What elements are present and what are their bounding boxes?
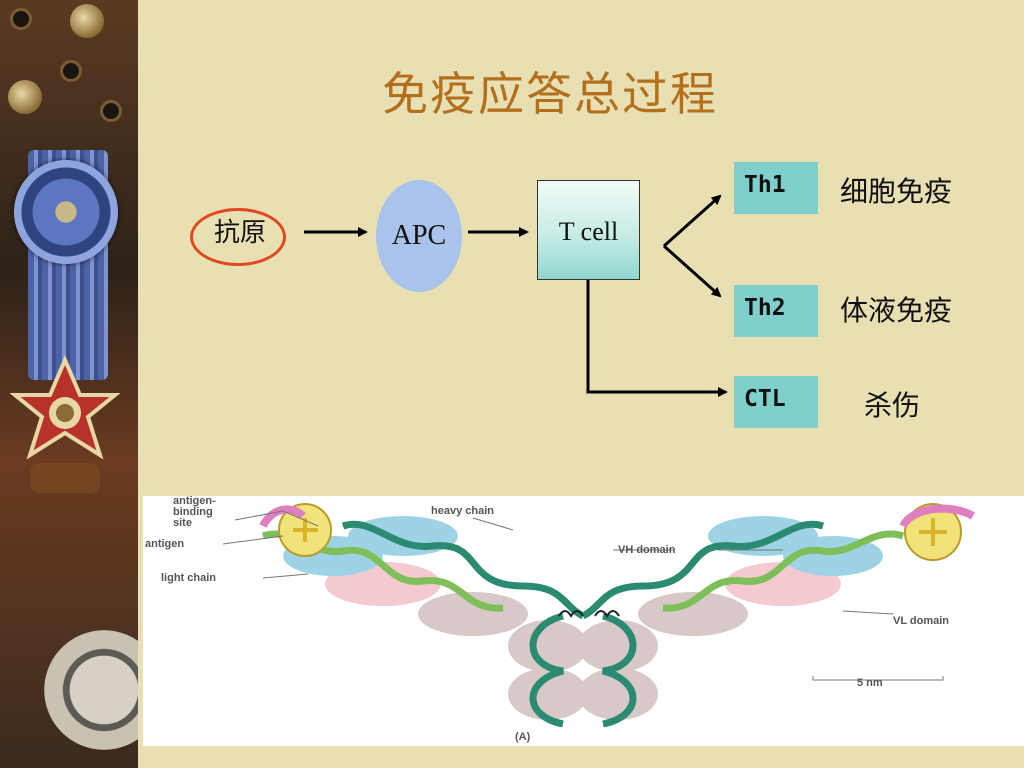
th2-outcome: 体液免疫 [840,294,953,327]
decor-knob [70,4,104,38]
compass-decor [44,630,138,750]
th2-box: Th2 [734,285,818,337]
antigen-label: 抗原 [213,218,266,248]
medal-cross-icon [10,355,120,493]
decor-hole [100,100,122,122]
page-title: 免疫应答总过程 [382,67,718,121]
arrow-tcell-to-th1 [663,194,722,248]
label-light-chain: light chain [161,572,216,584]
decor-hole [10,8,32,30]
arrow-tcell-to-ctl [586,280,728,397]
tcell-label: T cell [558,217,619,246]
label-antigen: antigen [145,538,185,550]
arrow-tcell-to-th2 [663,244,722,298]
apc-node: APC [376,180,462,292]
label-vl-domain: VL domain [893,615,950,627]
th1-box: Th1 [734,162,818,214]
decor-knob [8,80,42,114]
antigen-circle [190,208,286,266]
label-antigen-binding-site: antigen- binding site [173,495,216,529]
label-scale: 5 nm [857,677,883,689]
decor-hole [60,60,82,82]
ctl-outcome: 杀伤 [864,389,921,422]
ctl-box: CTL [734,376,818,428]
tcell-box: T cell [537,180,640,280]
th1-outcome: 细胞免疫 [840,175,953,208]
antibody-structure-figure: antigen- binding site antigen light chai… [143,496,1024,746]
label-heavy-chain: heavy chain [431,505,494,517]
medal-rosette [14,160,118,264]
apc-label: APC [391,220,447,251]
label-vh-domain: VH domain [618,544,676,556]
antibody-diagram [222,503,976,728]
decorative-left-strip [0,0,138,768]
label-panel: (A) [515,731,531,743]
